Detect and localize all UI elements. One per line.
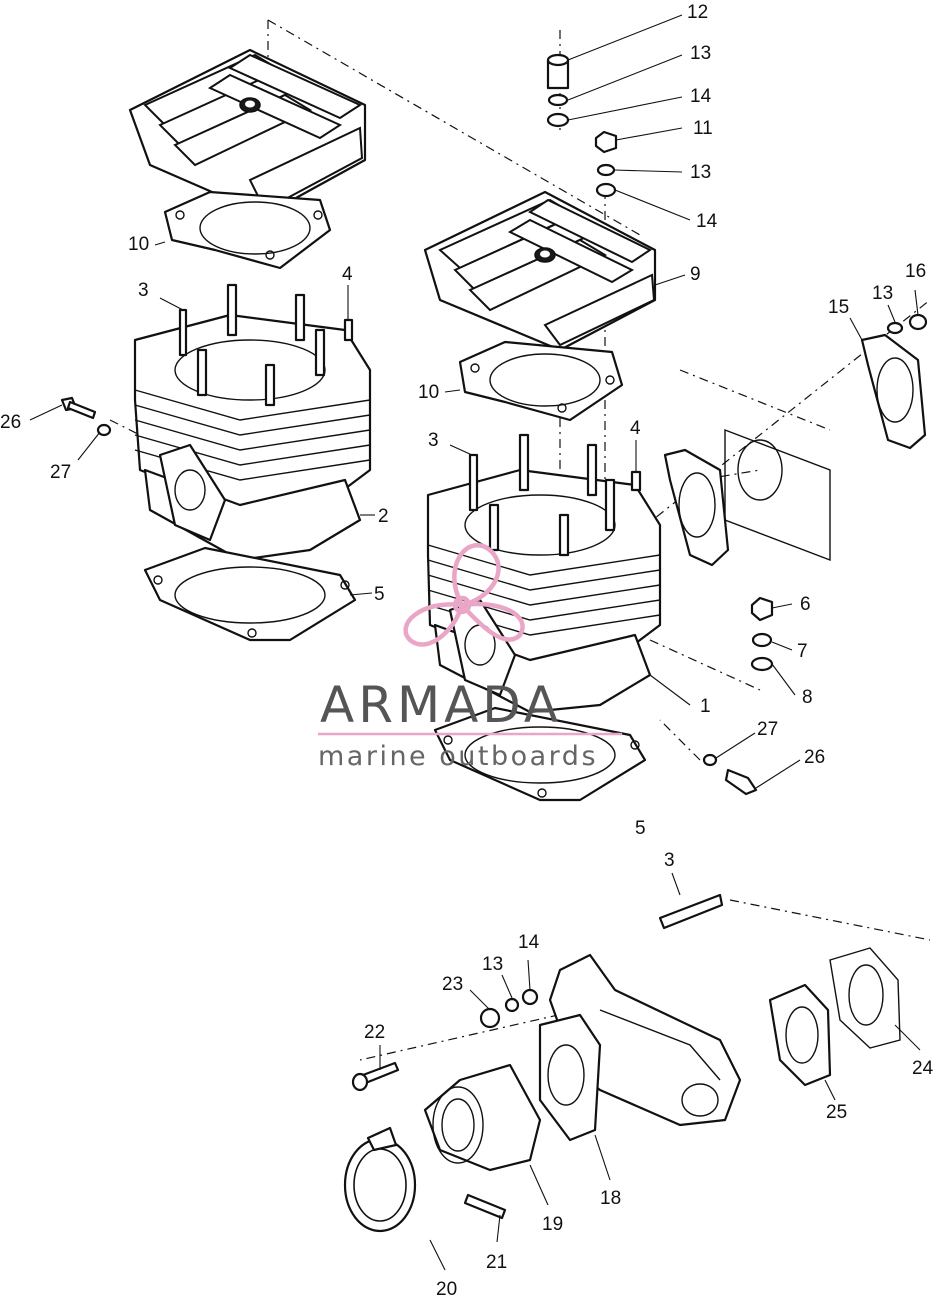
cylinder-head-right (423, 190, 657, 352)
exhaust-gasket-left (663, 448, 730, 567)
callout-13: 13 (690, 162, 711, 183)
callout-6: 6 (800, 594, 811, 615)
callout-16: 16 (905, 261, 926, 282)
propeller-logo (403, 543, 525, 647)
callout-14: 14 (690, 86, 712, 107)
callout-1: 1 (700, 696, 711, 717)
head-gasket-right (458, 340, 624, 422)
base-gasket-left (143, 546, 357, 642)
callout-15: 15 (828, 297, 849, 318)
hose-clamp-20 (343, 1126, 417, 1233)
exhaust-plate (724, 428, 831, 562)
callout-27: 27 (50, 462, 71, 483)
callout-5: 5 (635, 818, 646, 839)
callout-19: 19 (542, 1214, 563, 1235)
callout-11: 11 (693, 118, 713, 139)
hardware (60, 53, 928, 796)
callout-13: 13 (872, 283, 893, 304)
intake-gasket-24 (829, 947, 901, 1049)
callout-7: 7 (797, 641, 808, 662)
callout-10: 10 (418, 382, 439, 403)
callout-12: 12 (687, 2, 708, 23)
callout-21: 21 (486, 1252, 507, 1273)
brand-tagline: marine outboards (318, 741, 598, 772)
intake-boot-19 (423, 1063, 542, 1172)
callout-25: 25 (826, 1102, 847, 1123)
callout-13: 13 (482, 954, 503, 975)
head-gasket-left (163, 190, 332, 270)
exhaust-gasket-right (860, 333, 927, 450)
callout-5: 5 (374, 584, 385, 605)
leader-lines (29, 14, 921, 1271)
callout-26: 26 (0, 412, 21, 433)
screws-intake (351, 988, 539, 1220)
callout-9: 9 (690, 264, 701, 285)
callout-24: 24 (912, 1058, 934, 1079)
callout-3: 3 (428, 430, 439, 451)
callout-4: 4 (630, 418, 641, 439)
base-gasket-right (433, 706, 647, 802)
callout-27: 27 (757, 719, 778, 740)
callout-18: 18 (600, 1188, 621, 1209)
callout-2: 2 (378, 506, 389, 527)
intake-gasket-25 (768, 983, 832, 1087)
callout-13: 13 (690, 43, 711, 64)
callout-20: 20 (436, 1279, 457, 1297)
armada-watermark: ARMADA marine outboards (318, 543, 622, 772)
callout-23: 23 (442, 974, 463, 995)
callout-3: 3 (664, 850, 675, 871)
brand-name: ARMADA (320, 676, 562, 734)
callout-3: 3 (138, 280, 149, 301)
cylinder-right (426, 433, 662, 714)
callout-14: 14 (696, 211, 718, 232)
callout-26: 26 (804, 747, 825, 768)
callout-4: 4 (342, 264, 353, 285)
callout-14: 14 (518, 932, 540, 953)
callout-10: 10 (128, 234, 149, 255)
callout-8: 8 (802, 687, 813, 708)
cylinder-head-left (128, 48, 367, 217)
cylinder-left (133, 283, 372, 562)
intake-manifold (538, 893, 742, 1142)
callout-22: 22 (364, 1022, 385, 1043)
